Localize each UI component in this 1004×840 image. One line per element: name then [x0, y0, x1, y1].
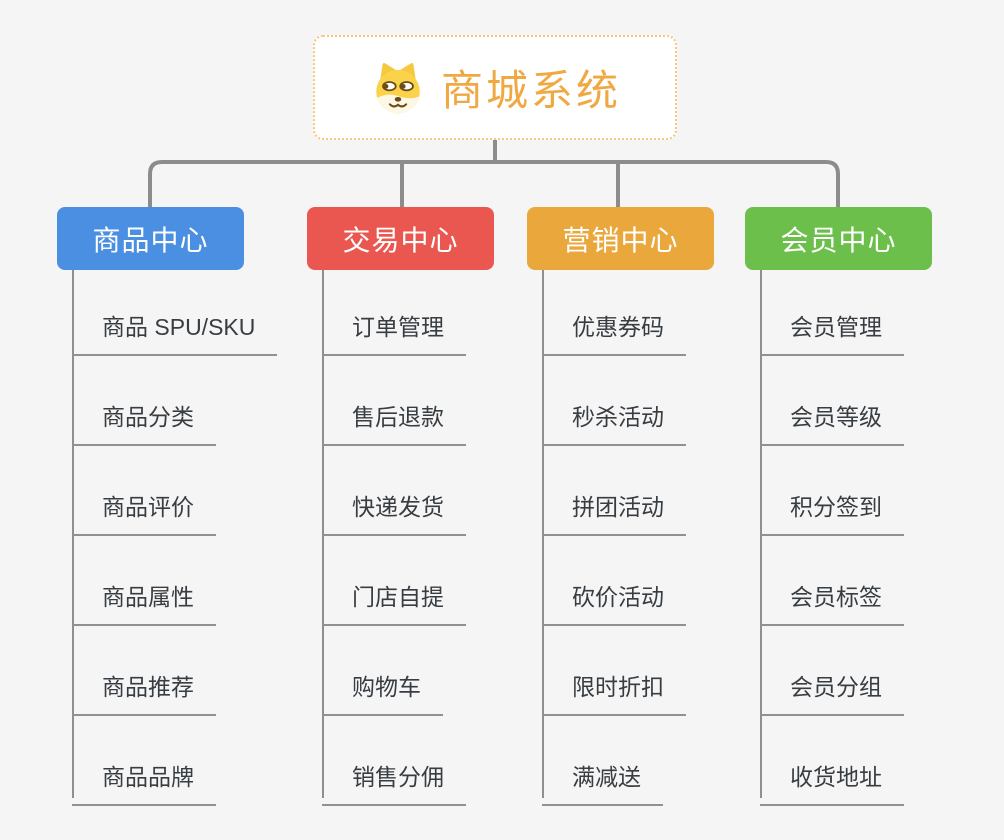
branch-trade-center: 交易中心 订单管理 售后退款 快递发货 门店自提 购物车 销售分佣 [307, 207, 557, 806]
leaf-list-marketing: 优惠券码 秒杀活动 拼团活动 砍价活动 限时折扣 满减送 [527, 312, 777, 806]
leaf-list-product: 商品 SPU/SKU 商品分类 商品评价 商品属性 商品推荐 商品品牌 [57, 312, 307, 806]
leaf-item[interactable]: 会员等级 [760, 402, 904, 446]
branch-elbow-line [148, 160, 840, 207]
leaf-item[interactable]: 会员管理 [760, 312, 904, 356]
leaf-item[interactable]: 会员标签 [760, 582, 904, 626]
leaf-item[interactable]: 销售分佣 [322, 762, 466, 806]
leaf-item[interactable]: 商品属性 [72, 582, 216, 626]
leaf-item[interactable]: 售后退款 [322, 402, 466, 446]
branch-header-marketing-center[interactable]: 营销中心 [527, 207, 714, 270]
leaf-list-trade: 订单管理 售后退款 快递发货 门店自提 购物车 销售分佣 [307, 312, 557, 806]
leaf-item[interactable]: 商品推荐 [72, 672, 216, 716]
leaf-item[interactable]: 积分签到 [760, 492, 904, 536]
leaf-item[interactable]: 商品品牌 [72, 762, 216, 806]
branch-member-center: 会员中心 会员管理 会员等级 积分签到 会员标签 会员分组 收货地址 [745, 207, 995, 806]
leaf-item[interactable]: 商品评价 [72, 492, 216, 536]
leaf-item[interactable]: 满减送 [542, 762, 663, 806]
leaf-item[interactable]: 收货地址 [760, 762, 904, 806]
branch-header-product-center[interactable]: 商品中心 [57, 207, 244, 270]
leaf-item[interactable]: 订单管理 [322, 312, 466, 356]
branch-header-member-center[interactable]: 会员中心 [745, 207, 932, 270]
leaf-item[interactable]: 快递发货 [322, 492, 466, 536]
leaf-item[interactable]: 限时折扣 [542, 672, 686, 716]
leaf-item[interactable]: 砍价活动 [542, 582, 686, 626]
leaf-item[interactable]: 购物车 [322, 672, 443, 716]
leaf-item[interactable]: 优惠券码 [542, 312, 686, 356]
shiba-dog-icon [376, 62, 420, 113]
leaf-item[interactable]: 商品 SPU/SKU [72, 312, 278, 356]
leaf-item[interactable]: 秒杀活动 [542, 402, 686, 446]
branch-marketing-center: 营销中心 优惠券码 秒杀活动 拼团活动 砍价活动 限时折扣 满减送 [527, 207, 777, 806]
leaf-item[interactable]: 门店自提 [322, 582, 466, 626]
branch-product-center: 商品中心 商品 SPU/SKU 商品分类 商品评价 商品属性 商品推荐 商品品牌 [57, 207, 307, 806]
leaf-item[interactable]: 商品分类 [72, 402, 216, 446]
root-title: 商城系统 [440, 67, 621, 114]
branch-header-trade-center[interactable]: 交易中心 [307, 207, 494, 270]
leaf-list-member: 会员管理 会员等级 积分签到 会员标签 会员分组 收货地址 [745, 312, 995, 806]
leaf-item[interactable]: 拼团活动 [542, 492, 686, 536]
leaf-item[interactable]: 会员分组 [760, 672, 904, 716]
root-node[interactable]: 商城系统 [313, 35, 677, 140]
